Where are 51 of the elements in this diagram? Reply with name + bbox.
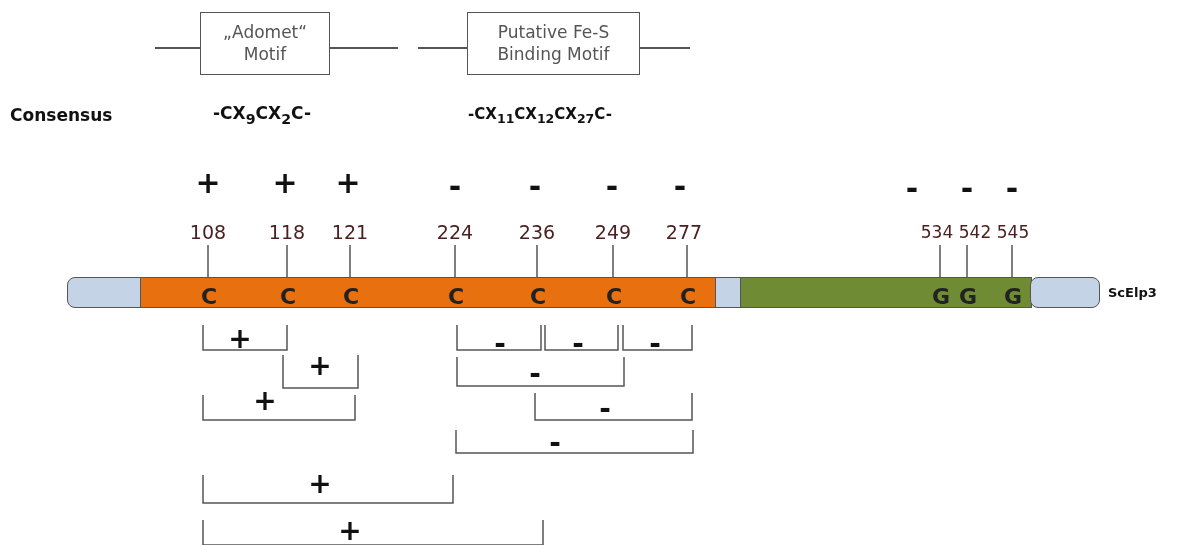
activity-sign: - (649, 326, 661, 360)
activity-sign: - (673, 168, 687, 204)
residue-position: 224 (436, 221, 474, 243)
protein-linker-segment (715, 277, 742, 308)
activity-sign: - (605, 168, 619, 204)
residue-letter: G (958, 283, 978, 308)
residue-letter: C (679, 283, 697, 308)
residue-position: 542 (958, 222, 992, 242)
residue-position: 108 (189, 221, 227, 243)
activity-sign: + (253, 383, 277, 417)
residue-letter: C (529, 283, 547, 308)
row-label: Consensus (10, 104, 113, 125)
activity-sign: - (1005, 170, 1019, 206)
motif-box: Putative Fe-S Binding Motif (467, 12, 640, 75)
activity-sign: + (308, 348, 332, 382)
activity-sign: + (228, 321, 252, 355)
protein-end-cap (1030, 277, 1100, 308)
residue-position: 118 (268, 221, 306, 243)
activity-sign: - (960, 170, 974, 206)
activity-sign: - (494, 326, 506, 360)
activity-sign: - (528, 168, 542, 204)
protein-domain-segment (740, 277, 1032, 308)
residue-position: 545 (996, 222, 1030, 242)
activity-sign: - (572, 326, 584, 360)
activity-sign: + (272, 164, 298, 200)
consensus-sequence: -CX$_{9}$CX$_{2}$C- (213, 103, 311, 127)
activity-sign: + (338, 513, 362, 545)
activity-sign: + (308, 466, 332, 500)
activity-sign: - (905, 170, 919, 206)
residue-letter: C (605, 283, 623, 308)
residue-letter: G (1003, 283, 1023, 308)
residue-letter: G (931, 283, 951, 308)
residue-position: 121 (331, 221, 369, 243)
residue-letter: C (447, 283, 465, 308)
residue-position: 249 (594, 221, 632, 243)
activity-sign: - (529, 356, 541, 390)
protein-end-cap (67, 277, 142, 308)
residue-letter: C (279, 283, 297, 308)
activity-sign: - (599, 391, 611, 425)
residue-position: 277 (665, 221, 703, 243)
activity-sign: - (448, 168, 462, 204)
motif-box: „Adomet“ Motif (200, 12, 330, 75)
residue-position: 534 (920, 222, 954, 242)
protein-domain-segment (140, 277, 717, 308)
consensus-sequence: -CX$_{11}$CX$_{12}$CX$_{27}$C- (468, 104, 612, 126)
activity-sign: + (195, 164, 221, 200)
residue-letter: C (342, 283, 360, 308)
residue-letter: C (200, 283, 218, 308)
activity-sign: - (549, 425, 561, 459)
activity-sign: + (335, 164, 361, 200)
residue-position: 236 (518, 221, 556, 243)
